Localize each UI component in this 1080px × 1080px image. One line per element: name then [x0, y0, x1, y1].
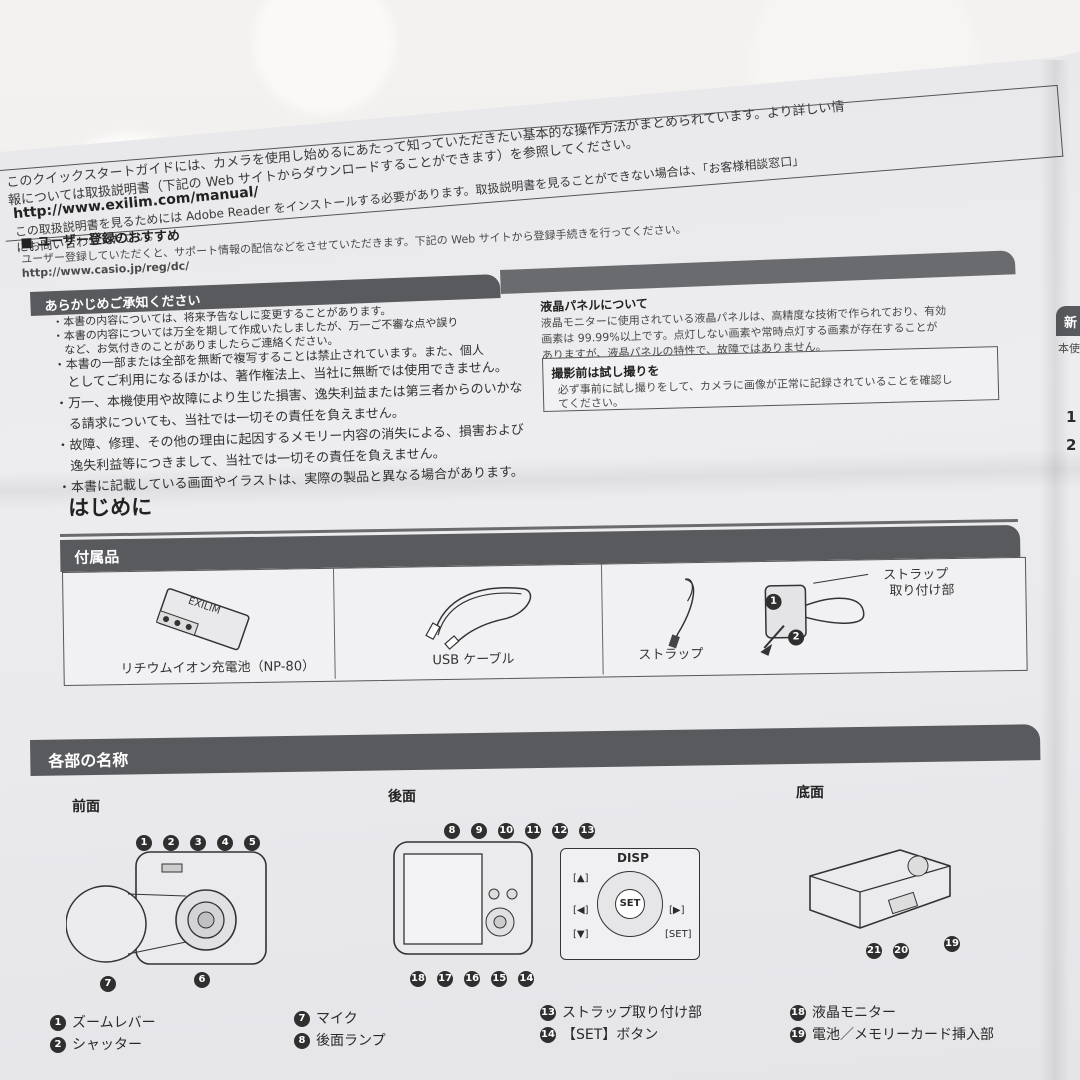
part-badge: 16: [464, 970, 481, 987]
strap-icon: [668, 578, 695, 649]
part-badge: 14: [518, 970, 535, 987]
right-button-label[interactable]: [▶]: [669, 905, 685, 916]
part-badge: 7: [100, 976, 116, 992]
trial-body-2: てください。: [558, 395, 625, 411]
back-heading: 後面: [388, 789, 416, 805]
parts-list-item: 14【SET】ボタン: [540, 1027, 659, 1043]
right-page-frag: 1: [1066, 408, 1077, 426]
part-badge: 19: [944, 936, 960, 952]
usb-label: USB ケーブル: [432, 651, 515, 669]
parts-title: 各部の名称: [48, 750, 129, 771]
cell-divider: [332, 568, 336, 679]
part-badge: 5: [244, 834, 261, 851]
part-badge: 13: [579, 822, 596, 839]
up-button-label[interactable]: [▲]: [573, 873, 589, 884]
battery-icon: [155, 588, 250, 651]
control-dial-panel: DISP SET [▲] [◀] [▼] [▶] [SET]: [560, 848, 700, 960]
part-badge: 20: [893, 942, 910, 959]
set-button[interactable]: SET: [615, 889, 645, 919]
part-badge: 4: [217, 834, 234, 851]
section-title-intro: はじめに: [68, 495, 153, 520]
parts-header: 各部の名称: [30, 724, 1041, 776]
part-badge: 17: [437, 970, 454, 987]
left-button-label[interactable]: [◀]: [573, 905, 589, 916]
part-badge: 10: [498, 822, 515, 839]
accessories-box: EXILIM リチウムイオン充電池（NP-80） USB ケーブル ストラップ …: [62, 556, 1028, 686]
part-badge: 11: [525, 822, 542, 839]
set-label: [SET]: [665, 929, 692, 940]
part-badge: 3: [190, 834, 207, 851]
fold-shadow: [1040, 60, 1070, 1080]
down-button-label[interactable]: [▼]: [573, 929, 589, 940]
accessories-title: 付属品: [74, 548, 120, 567]
camera-bottom-illustration: [809, 849, 951, 929]
right-page-frag: 本使: [1058, 342, 1080, 355]
right-page-frag: 新: [1064, 316, 1078, 331]
notice-list: ・本書の内容については、将来予告なしに変更することがあります。 ・本書の内容につ…: [52, 300, 526, 499]
right-page-frag: 2: [1066, 436, 1077, 454]
strap-label: ストラップ: [638, 646, 704, 663]
front-heading: 前面: [72, 799, 100, 815]
part-badge: 15: [491, 970, 508, 987]
part-badge: 6: [194, 972, 210, 988]
part-badge: 9: [471, 822, 488, 839]
part-badge: 12: [552, 822, 569, 839]
usb-cable-icon: [425, 587, 532, 650]
part-badge: 8: [444, 822, 460, 839]
camera-back-illustration: [393, 841, 533, 955]
part-badge: 21: [866, 942, 882, 959]
part-badge: 1: [136, 834, 152, 851]
camera-front-illustration: [66, 851, 267, 965]
bottom-heading: 底面: [796, 785, 824, 801]
part-badge: 18: [410, 970, 426, 987]
part-badge: 2: [163, 834, 180, 851]
trial-box: 撮影前は試し撮りを 必ず事前に試し撮りをして、カメラに画像が正常に記録されている…: [542, 346, 1000, 412]
cell-divider: [600, 564, 604, 675]
strap-attach-label-2: 取り付け部: [889, 582, 955, 600]
right-page-header: 新: [1056, 306, 1080, 336]
disp-label: DISP: [617, 851, 649, 865]
strap-attach-illustration: [760, 573, 869, 656]
battery-label: リチウムイオン充電池（NP-80）: [120, 659, 316, 678]
